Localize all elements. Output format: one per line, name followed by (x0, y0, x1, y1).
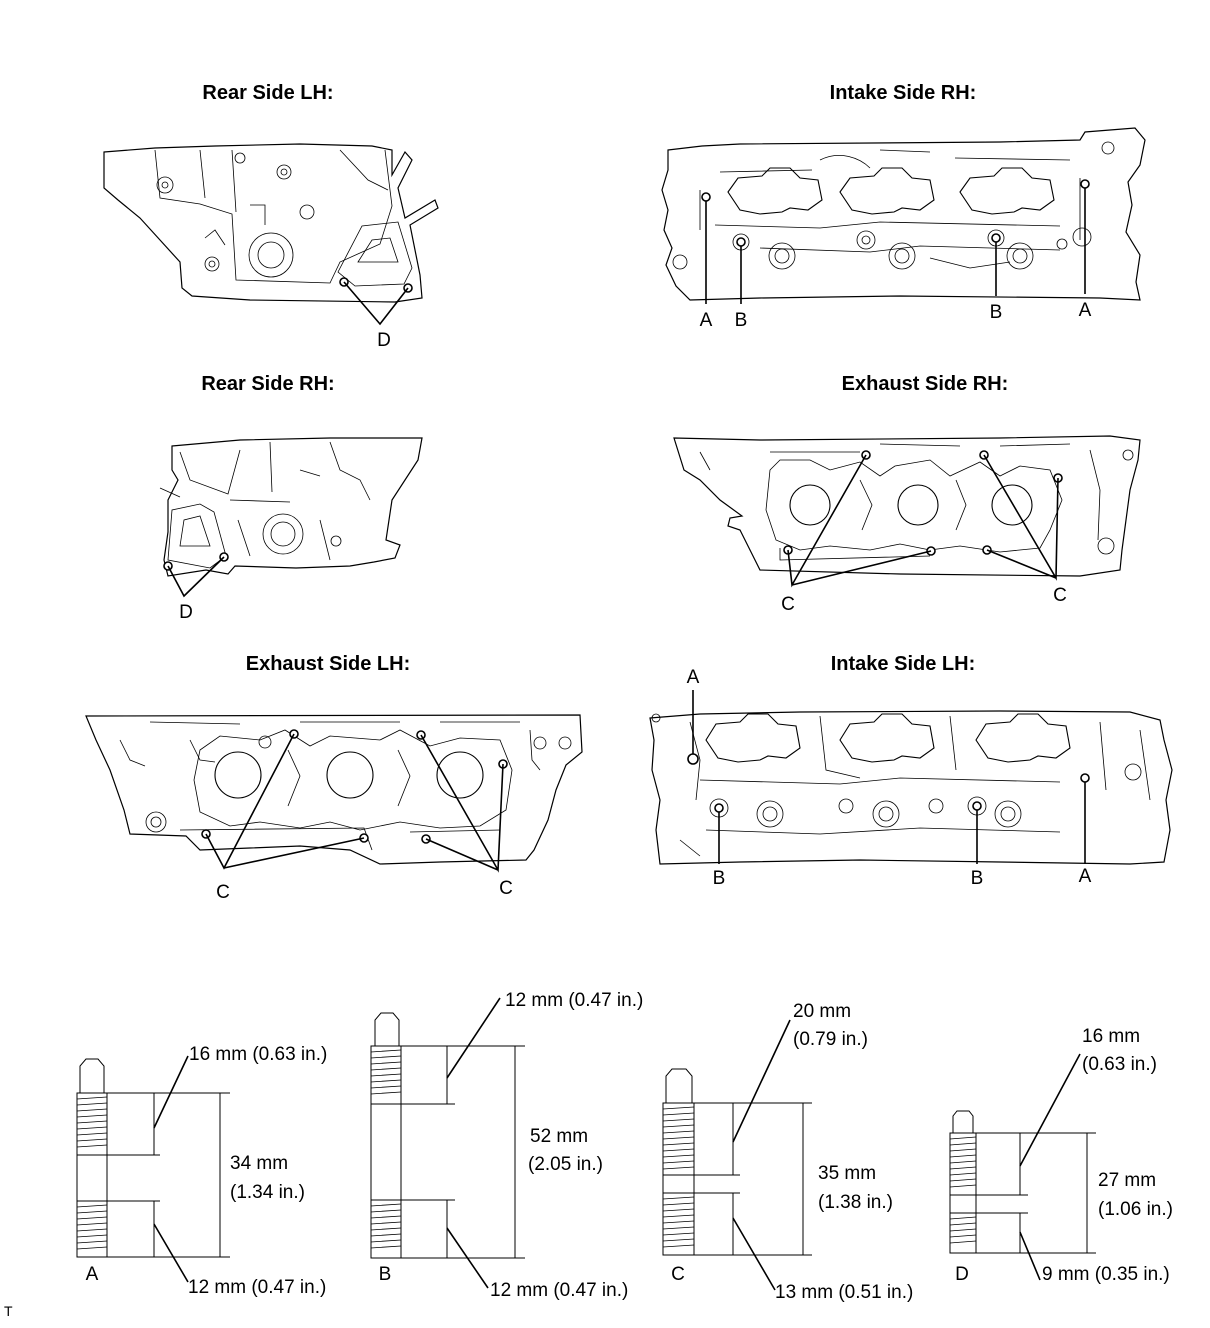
figure-code: T (4, 1303, 13, 1319)
stud-c-total-length-in: (1.38 in.) (818, 1192, 893, 1213)
stud-a-tip (79, 1058, 105, 1094)
stud-a-upper-length: 16 mm (0.63 in.) (189, 1044, 327, 1065)
stud-b-location (972, 801, 982, 811)
callout-b: B (713, 868, 726, 889)
stud-c-upper-length-in: (0.79 in.) (793, 1029, 868, 1050)
stud-bolt-c: 20 mm (0.79 in.) 35 mm (1.38 in.) 13 mm … (662, 1001, 913, 1303)
intake-side-rh-title: Intake Side RH: (830, 82, 977, 104)
stud-c-label: C (671, 1264, 685, 1285)
stud-b-total-length-in: (2.05 in.) (528, 1154, 603, 1175)
stud-c-tip (665, 1068, 693, 1104)
intake-side-rh-outline (661, 127, 1146, 301)
rear-side-rh-title: Rear Side RH: (201, 373, 334, 395)
stud-a-location (701, 192, 711, 202)
rear-side-lh-view: D (103, 143, 439, 351)
stud-d-upper-length-in: (0.63 in.) (1082, 1054, 1157, 1075)
stud-a-total-length-in: (1.34 in.) (230, 1182, 305, 1203)
intake-side-lh-title: Intake Side LH: (831, 653, 975, 675)
callout-d: D (377, 330, 391, 351)
callout-a: A (1079, 866, 1092, 887)
stud-d-total-length: 27 mm (1098, 1170, 1156, 1191)
exhaust-side-lh-view: C C (85, 714, 583, 903)
stud-bolt-d: 16 mm (0.63 in.) 27 mm (1.06 in.) 9 mm (… (949, 1026, 1173, 1285)
stud-a-location (1080, 179, 1090, 189)
stud-b-tip (374, 1012, 400, 1047)
stud-d-tip (952, 1110, 974, 1134)
exhaust-side-lh-title: Exhaust Side LH: (246, 653, 410, 675)
exhaust-side-lh-outline (85, 714, 583, 865)
stud-a-lower-length: 12 mm (0.47 in.) (188, 1277, 326, 1298)
stud-d-label: D (955, 1264, 969, 1285)
intake-side-lh-view: A B B A (649, 667, 1173, 889)
stud-b-location (714, 803, 724, 813)
stud-b-upper-length: 12 mm (0.47 in.) (505, 990, 643, 1011)
exhaust-side-rh-title: Exhaust Side RH: (842, 373, 1009, 395)
callout-d: D (179, 602, 193, 623)
rear-side-lh-title: Rear Side LH: (202, 82, 333, 104)
stud-a-threads (76, 1096, 108, 1250)
stud-a-location (687, 753, 699, 765)
callout-b: B (735, 310, 748, 331)
callout-a: A (687, 667, 700, 688)
rear-side-rh-view: D (159, 437, 423, 623)
stud-a-location (1080, 773, 1090, 783)
callout-b: B (990, 302, 1003, 323)
stud-a-label: A (86, 1264, 99, 1285)
rear-side-rh-outline (163, 437, 423, 577)
intake-side-lh-outline (649, 710, 1173, 865)
callout-a: A (1079, 300, 1092, 321)
intake-side-rh-view: A B B A (661, 127, 1146, 331)
exhaust-side-rh-outline (673, 435, 1141, 577)
callout-a: A (700, 310, 713, 331)
exhaust-side-rh-view: C C (673, 435, 1141, 615)
callout-c: C (499, 878, 513, 899)
stud-b-location (736, 237, 746, 247)
callout-c: C (781, 594, 795, 615)
stud-b-total-length: 52 mm (530, 1126, 588, 1147)
stud-c-upper-length: 20 mm (793, 1001, 851, 1022)
stud-d-total-length-in: (1.06 in.) (1098, 1199, 1173, 1220)
stud-b-location (991, 233, 1001, 243)
stud-b-lower-length: 12 mm (0.47 in.) (490, 1280, 628, 1301)
callout-b: B (971, 868, 984, 889)
stud-d-lower-length: 9 mm (0.35 in.) (1042, 1264, 1170, 1285)
rear-side-lh-outline (103, 143, 439, 303)
stud-bolt-b: 12 mm (0.47 in.) 52 mm (2.05 in.) 12 mm … (370, 990, 643, 1301)
stud-d-lower-thread (949, 1212, 977, 1254)
stud-c-total-length: 35 mm (818, 1163, 876, 1184)
stud-c-lower-length: 13 mm (0.51 in.) (775, 1282, 913, 1303)
stud-b-label: B (379, 1264, 392, 1285)
stud-d-upper-length: 16 mm (1082, 1026, 1140, 1047)
callout-c: C (1053, 585, 1067, 606)
callout-c: C (216, 882, 230, 903)
stud-a-total-length: 34 mm (230, 1153, 288, 1174)
stud-bolt-a: 16 mm (0.63 in.) 34 mm (1.34 in.) 12 mm … (76, 1044, 327, 1298)
